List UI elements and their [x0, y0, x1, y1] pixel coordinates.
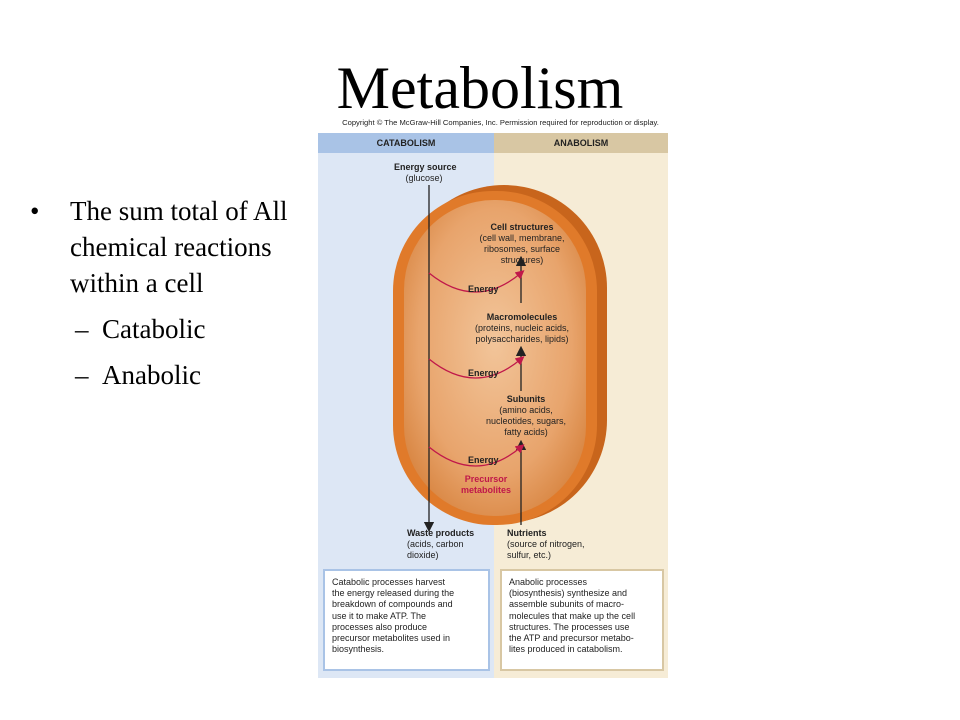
precursor-line: Precursor [464, 474, 508, 484]
cell-structures-label: Cell structures (cell wall, membrane, ri… [462, 222, 582, 266]
sub-item-label: Anabolic [102, 360, 201, 390]
energy-source-sub: (glucose) [405, 173, 443, 183]
energy-source-title: Energy source [394, 162, 457, 172]
bullet-marker: • [30, 196, 40, 226]
sub-dash: – [75, 314, 89, 344]
subunits-title: Subunits [506, 394, 546, 404]
cell-cytoplasm [404, 200, 586, 516]
macromolecules-line: polysaccharides, lipids) [475, 334, 569, 344]
cell-structures-line: (cell wall, membrane, [479, 233, 565, 243]
anabolism-header: ANABOLISM [494, 133, 668, 153]
nutrients-line: (source of nitrogen, [507, 539, 585, 549]
bullet-list: • The sum total of All chemical reaction… [30, 193, 330, 393]
energy-arrow [428, 356, 525, 379]
sub-item-catabolic: – Catabolic [75, 311, 330, 347]
macromolecules-title: Macromolecules [486, 312, 558, 322]
energy-label: Energy [468, 368, 499, 378]
slide-title: Metabolism [336, 55, 624, 121]
waste-products-label: Waste products (acids, carbon dioxide) [407, 528, 474, 561]
precursor-line: metabolites [460, 485, 511, 495]
cell-diagram [393, 185, 607, 533]
copyright-notice: Copyright © The McGraw-Hill Companies, I… [342, 118, 659, 127]
waste-products-line: (acids, carbon [407, 539, 464, 549]
bullet-text: The sum total of All chemical reactions … [70, 196, 288, 298]
energy-source-label: Energy source (glucose) [394, 162, 457, 184]
catabolic-description: Catabolic processes harvest the energy r… [323, 569, 490, 671]
energy-arrow [428, 270, 525, 293]
nutrients-title: Nutrients [507, 528, 547, 538]
energy-label: Energy [468, 455, 499, 465]
macromolecules-label: Macromolecules (proteins, nucleic acids,… [460, 312, 584, 345]
nutrients-line: sulfur, etc.) [507, 550, 552, 560]
macromolecules-line: (proteins, nucleic acids, [474, 323, 570, 333]
sub-item-anabolic: – Anabolic [75, 357, 330, 393]
metabolism-figure: CATABOLISM ANABOLISM [318, 133, 668, 678]
sub-item-label: Catabolic [102, 314, 206, 344]
energy-label: Energy [468, 284, 499, 294]
subunits-label: Subunits (amino acids, nucleotides, suga… [476, 394, 576, 438]
subunits-line: (amino acids, [499, 405, 553, 415]
catabolism-header: CATABOLISM [318, 133, 494, 153]
waste-products-line: dioxide) [407, 550, 439, 560]
energy-arrow [428, 444, 525, 467]
nutrients-label: Nutrients (source of nitrogen, sulfur, e… [507, 528, 585, 561]
bullet-item: • The sum total of All chemical reaction… [30, 193, 330, 301]
precursor-metabolites-label: Precursor metabolites [452, 474, 520, 496]
cell-structures-line: ribosomes, surface [483, 244, 561, 254]
waste-products-title: Waste products [407, 528, 475, 538]
sub-dash: – [75, 360, 89, 390]
subunits-line: nucleotides, sugars, [485, 416, 567, 426]
anabolic-description: Anabolic processes (biosynthesis) synthe… [500, 569, 664, 671]
cell-structures-line: structures) [500, 255, 544, 265]
subunits-line: fatty acids) [504, 427, 548, 437]
cell-structures-title: Cell structures [490, 222, 554, 232]
